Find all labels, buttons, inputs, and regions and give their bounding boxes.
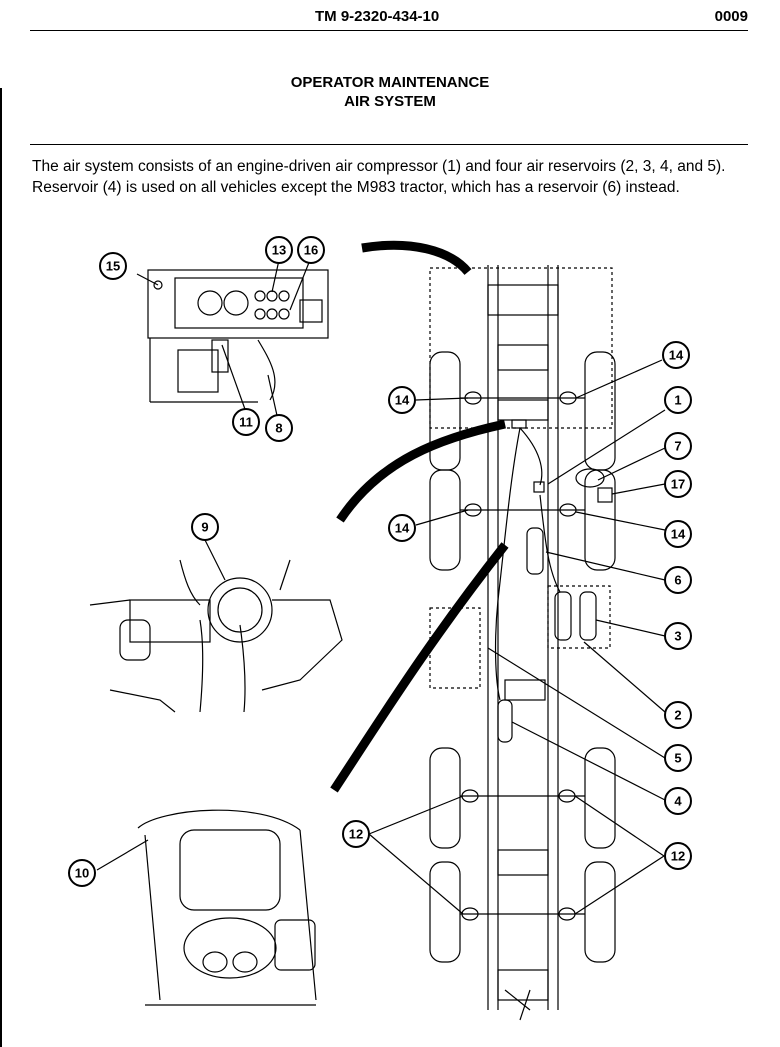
callout-14-b: 14 — [662, 341, 690, 369]
callout-6: 6 — [664, 566, 692, 594]
svg-text:3: 3 — [674, 629, 681, 644]
title-divider — [30, 144, 748, 145]
svg-text:4: 4 — [674, 794, 682, 809]
callout-9: 9 — [191, 513, 219, 541]
left-margin-bar — [0, 88, 2, 1047]
svg-text:15: 15 — [106, 259, 120, 274]
callout-12-a: 12 — [342, 820, 370, 848]
callout-14-c: 14 — [388, 514, 416, 542]
callout-11: 11 — [232, 408, 260, 436]
svg-text:1: 1 — [674, 393, 681, 408]
svg-text:6: 6 — [674, 573, 681, 588]
callout-14-d: 14 — [664, 520, 692, 548]
svg-text:12: 12 — [349, 827, 363, 842]
svg-text:14: 14 — [395, 521, 410, 536]
callout-16: 16 — [297, 236, 325, 264]
svg-text:8: 8 — [275, 421, 282, 436]
svg-text:14: 14 — [669, 348, 684, 363]
svg-text:10: 10 — [75, 866, 89, 881]
page-title: OPERATOR MAINTENANCE AIR SYSTEM — [0, 73, 780, 111]
callout-10: 10 — [68, 859, 96, 887]
svg-text:7: 7 — [674, 439, 681, 454]
title-line-1: OPERATOR MAINTENANCE — [290, 74, 490, 91]
svg-text:9: 9 — [201, 520, 208, 535]
callout-7: 7 — [664, 432, 692, 460]
svg-text:16: 16 — [304, 243, 318, 258]
chassis-outline — [429, 265, 616, 1021]
valve-detail — [137, 809, 317, 1006]
svg-text:5: 5 — [674, 751, 681, 766]
intro-paragraph: The air system consists of an engine-dri… — [32, 158, 726, 196]
svg-text:17: 17 — [671, 477, 685, 492]
svg-text:11: 11 — [239, 415, 253, 430]
callout-13: 13 — [265, 236, 293, 264]
callout-17: 17 — [664, 470, 692, 498]
callout-2: 2 — [664, 701, 692, 729]
svg-text:14: 14 — [671, 527, 686, 542]
page-header: TM 9-2320-434-10 0009 — [30, 8, 748, 31]
title-line-2: AIR SYSTEM — [344, 93, 436, 110]
callout-8: 8 — [265, 414, 293, 442]
callout-1: 1 — [664, 386, 692, 414]
svg-text:13: 13 — [272, 243, 286, 258]
callout-14-a: 14 — [388, 386, 416, 414]
callout-4: 4 — [664, 787, 692, 815]
callout-15: 15 — [99, 252, 127, 280]
callout-3: 3 — [664, 622, 692, 650]
compressor-detail — [89, 559, 343, 713]
callout-5: 5 — [664, 744, 692, 772]
page-number: 0009 — [714, 8, 748, 25]
callout-12-b: 12 — [664, 842, 692, 870]
dashboard-detail — [147, 269, 329, 403]
svg-text:14: 14 — [395, 393, 410, 408]
document-number: TM 9-2320-434-10 — [315, 8, 440, 25]
svg-text:12: 12 — [671, 849, 685, 864]
svg-text:2: 2 — [674, 708, 681, 723]
